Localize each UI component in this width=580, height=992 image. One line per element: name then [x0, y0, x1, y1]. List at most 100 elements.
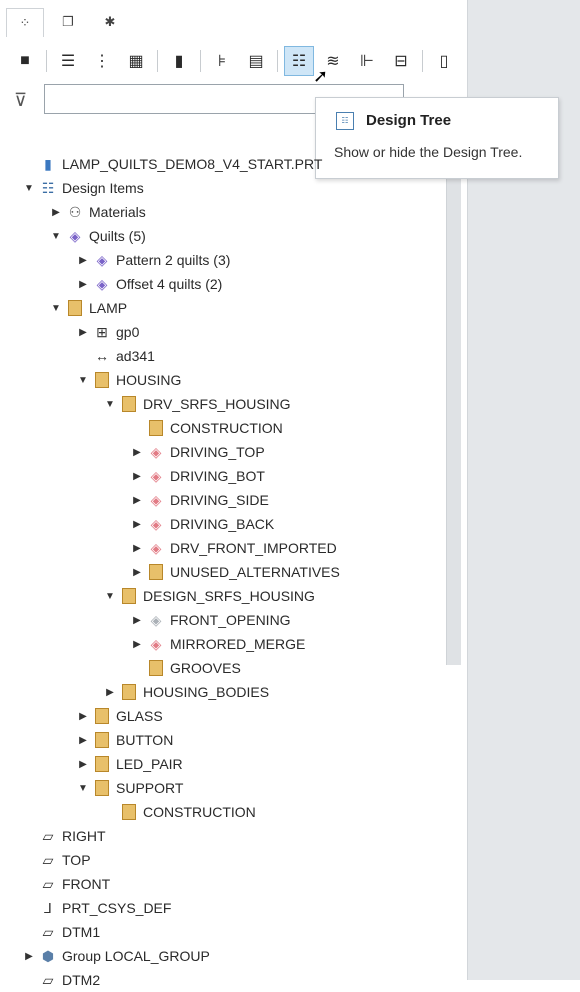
tree-row[interactable]: CONSTRUCTION [103, 800, 256, 824]
toolbar-separator [277, 50, 278, 72]
tree-row[interactable]: ▶◈FRONT_OPENING [130, 608, 290, 632]
tree-row[interactable]: ▶◈DRIVING_BOT [130, 464, 265, 488]
tree-row[interactable]: ▼ LAMP [49, 296, 127, 320]
expand-arrow-icon[interactable]: ▶ [52, 206, 60, 218]
tree-row[interactable]: ▼SUPPORT [76, 776, 183, 800]
document-button[interactable]: ▯ [429, 46, 459, 76]
folder-shape [149, 564, 163, 580]
tab-model-tree[interactable]: ⁘ [6, 8, 44, 37]
design-tree-icon: ☷ [336, 112, 354, 130]
collapse-arrow-icon[interactable]: ▼ [78, 782, 88, 794]
tree-row[interactable]: ▼◈Quilts (5) [49, 224, 146, 248]
structure-button[interactable]: ⊟ [386, 46, 416, 76]
tree-row[interactable]: ▶◈DRIVING_BACK [130, 512, 274, 536]
tree-row[interactable]: ▼DESIGN_SRFS_HOUSING [103, 584, 315, 608]
folder-icon [119, 587, 139, 605]
expand-arrow-icon[interactable]: ▶ [79, 254, 87, 266]
tree-row[interactable]: ⅃PRT_CSYS_DEF [22, 896, 171, 920]
tree-expand-button[interactable]: ⋮ [87, 46, 117, 76]
expand-arrow-icon[interactable]: ▶ [133, 446, 141, 458]
tab-favorites[interactable]: ✱ [92, 8, 128, 36]
expand-arrow-icon[interactable]: ▶ [133, 518, 141, 530]
filter-icon[interactable]: ⊽ [14, 90, 28, 110]
tree-row[interactable]: ▶◈DRV_FRONT_IMPORTED [130, 536, 337, 560]
tree-row[interactable]: ▱FRONT [22, 872, 111, 896]
tree-row[interactable]: ▱RIGHT [22, 824, 106, 848]
tree-row[interactable]: ▶◈Offset 4 quilts (2) [76, 272, 222, 296]
tree-row[interactable]: ▶⬢Group LOCAL_GROUP [22, 944, 210, 968]
expand-arrow-icon[interactable]: ▶ [106, 686, 114, 698]
expand-arrow-icon[interactable]: ▶ [79, 326, 87, 338]
expand-arrow-icon[interactable]: ▶ [79, 734, 87, 746]
tree-row[interactable]: ▮LAMP_QUILTS_DEMO8_V4_START.PRT [22, 152, 322, 176]
tree-row[interactable]: ▱DTM1 [22, 920, 101, 944]
tree-row[interactable]: CONSTRUCTION [130, 416, 283, 440]
tree-row[interactable]: ▶UNUSED_ALTERNATIVES [130, 560, 340, 584]
tree-row[interactable]: ▶⊞gp0 [76, 320, 139, 344]
quilt-pink-icon: ◈ [150, 467, 162, 484]
design-tree-icon: ☷ [291, 53, 307, 70]
tree-row[interactable]: ▶⚇Materials [49, 200, 146, 224]
folder-button[interactable]: ▮ [164, 46, 194, 76]
expand-arrow-icon[interactable]: ▶ [25, 950, 33, 962]
expand-arrow-icon[interactable]: ▶ [133, 470, 141, 482]
tree-item-label: DTM1 [62, 924, 101, 940]
expand-arrow-icon[interactable]: ▶ [79, 278, 87, 290]
tree-row[interactable]: ▼DRV_SRFS_HOUSING [103, 392, 291, 416]
tree-row[interactable]: ▶BUTTON [76, 728, 173, 752]
expand-arrow-icon[interactable]: ▶ [79, 710, 87, 722]
folder-icon [146, 419, 166, 437]
expand-arrow-icon[interactable]: ▶ [133, 614, 141, 626]
expand-arrow-icon[interactable]: ▶ [79, 758, 87, 770]
tree-row[interactable]: ▼☷Design Items [22, 176, 144, 200]
tree-columns-button[interactable]: ☰ [53, 46, 83, 76]
folder-browser-icon: ❐ [62, 14, 74, 29]
tree-row[interactable]: ▶HOUSING_BODIES [103, 680, 269, 704]
collapse-arrow-icon[interactable]: ▼ [51, 302, 61, 314]
folder-shape [122, 804, 136, 820]
collapse-arrow-icon[interactable]: ▼ [105, 398, 115, 410]
tree-filter-input[interactable] [44, 84, 404, 114]
gp-icon: ⊞ [96, 323, 108, 340]
quilt-gray-icon: ◈ [150, 611, 162, 628]
tree-row[interactable]: ▶GLASS [76, 704, 163, 728]
expand-arrow-icon[interactable]: ▶ [133, 494, 141, 506]
tooltip-title: Design Tree [366, 112, 452, 129]
collapse-arrow-icon[interactable]: ▼ [24, 182, 34, 194]
tree-scrollbar[interactable] [446, 150, 461, 665]
expand-arrow-icon[interactable]: ▶ [133, 638, 141, 650]
tree-expand-icon: ⋮ [94, 53, 110, 70]
layers-stack-button[interactable]: ≋ [318, 46, 348, 76]
folder-shape [149, 660, 163, 676]
tree-item-label: MIRRORED_MERGE [170, 636, 306, 652]
tree-row[interactable]: ▶◈DRIVING_SIDE [130, 488, 269, 512]
collapse-arrow-icon[interactable]: ▼ [78, 374, 88, 386]
tree-filter-icon: ⊧ [217, 53, 227, 70]
tree-row[interactable]: ▱TOP [22, 848, 91, 872]
folder-shape [122, 588, 136, 604]
collapse-arrow-icon[interactable]: ▼ [105, 590, 115, 602]
tree-item-label: LAMP [89, 300, 128, 316]
tree-row[interactable]: ↔ad341 [76, 344, 155, 368]
folder-shape [95, 708, 109, 724]
toolbar-separator [157, 50, 158, 72]
quilt-pink-icon: ◈ [150, 515, 162, 532]
tree-row[interactable]: GROOVES [130, 656, 241, 680]
expand-arrow-icon[interactable]: ▶ [133, 542, 141, 554]
tree-row[interactable]: ▶◈Pattern 2 quilts (3) [76, 248, 230, 272]
quilt-pink-icon: ◈ [150, 635, 162, 652]
layer-button[interactable]: ▤ [241, 46, 271, 76]
collapse-arrow-icon[interactable]: ▼ [51, 230, 61, 242]
tree-row[interactable]: ▱DTM2 [22, 968, 101, 992]
tree-row[interactable]: ▶◈DRIVING_TOP [130, 440, 265, 464]
cube-button[interactable]: ■ [10, 46, 40, 76]
tree-row[interactable]: ▶ ◈ MIRRORED_MERGE [130, 632, 305, 656]
tree-row[interactable]: ▶LED_PAIR [76, 752, 183, 776]
table-button[interactable]: ▦ [121, 46, 151, 76]
expand-arrow-icon[interactable]: ▶ [133, 566, 141, 578]
tab-folder-browser[interactable]: ❐ [50, 8, 86, 36]
tree-filter-button[interactable]: ⊧ [207, 46, 237, 76]
hierarchy-button[interactable]: ⊩ [352, 46, 382, 76]
tree-row[interactable]: ▼HOUSING [76, 368, 181, 392]
design-tree-button[interactable]: ☷ [284, 46, 314, 76]
